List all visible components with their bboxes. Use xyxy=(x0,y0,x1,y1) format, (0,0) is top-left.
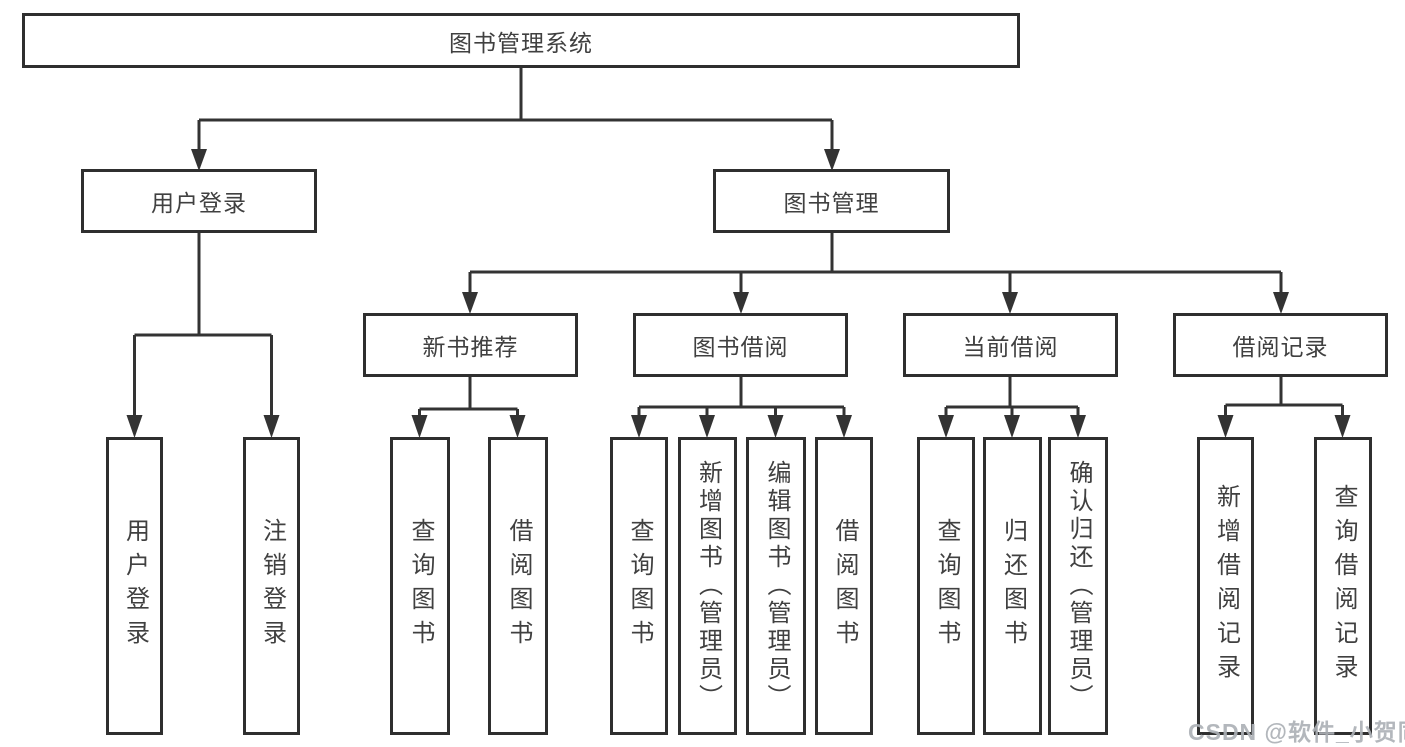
node-book-borrow: 图书借阅 xyxy=(633,313,848,377)
leaf-borrow-query-books: 查询图书 xyxy=(610,437,668,735)
node-label: 新书推荐 xyxy=(422,334,519,360)
leaf-label: 编辑图书（管理员） xyxy=(763,460,790,712)
leaf-label: 查询图书 xyxy=(626,518,653,654)
arrow-down-icon xyxy=(836,415,852,438)
arrow-down-icon xyxy=(1217,415,1234,438)
node-library-management-system: 图书管理系统 xyxy=(22,13,1020,68)
leaf-borrow-borrow-books: 借阅图书 xyxy=(815,437,873,735)
node-current-borrow: 当前借阅 xyxy=(903,313,1118,377)
leaf-current-confirm-return-admin: 确认归还（管理员） xyxy=(1048,437,1108,735)
leaf-newbooks-query-books: 查询图书 xyxy=(390,437,450,735)
arrow-down-icon xyxy=(824,149,840,171)
node-book-management: 图书管理 xyxy=(713,169,950,233)
connector-lines xyxy=(133,68,1344,419)
leaf-records-query-record: 查询借阅记录 xyxy=(1314,437,1372,735)
leaf-current-return-books: 归还图书 xyxy=(983,437,1042,735)
leaf-logout: 注销登录 xyxy=(243,437,300,735)
arrow-down-icon xyxy=(733,292,749,314)
leaf-label: 归还图书 xyxy=(999,518,1027,654)
arrow-down-icon xyxy=(263,415,280,438)
arrow-down-icon xyxy=(938,415,954,438)
leaf-newbooks-borrow-books: 借阅图书 xyxy=(488,437,548,735)
node-user-login: 用户登录 xyxy=(81,169,317,233)
arrow-down-icon xyxy=(1273,292,1289,314)
node-label: 图书借阅 xyxy=(692,334,789,360)
leaf-records-add-record: 新增借阅记录 xyxy=(1197,437,1254,735)
arrow-down-icon xyxy=(126,415,143,438)
leaf-label: 注销登录 xyxy=(258,518,286,654)
node-label: 图书管理系统 xyxy=(449,29,593,56)
arrow-down-icon xyxy=(1334,415,1351,438)
leaf-label: 新增借阅记录 xyxy=(1212,484,1240,688)
arrow-down-icon xyxy=(191,149,207,171)
leaf-label: 借阅图书 xyxy=(831,518,858,654)
leaf-label: 查询借阅记录 xyxy=(1330,484,1357,688)
leaf-current-query-books: 查询图书 xyxy=(917,437,975,735)
leaf-user-login: 用户登录 xyxy=(106,437,163,735)
arrow-down-icon xyxy=(1002,292,1018,314)
leaf-label: 查询图书 xyxy=(933,518,960,654)
node-label: 当前借阅 xyxy=(962,334,1059,360)
arrow-down-icon xyxy=(1004,415,1020,438)
leaf-label: 确认归还（管理员） xyxy=(1065,460,1092,712)
node-borrow-records: 借阅记录 xyxy=(1173,313,1388,377)
arrow-down-icon xyxy=(631,415,647,438)
arrow-down-icon xyxy=(509,415,526,438)
arrow-down-icon xyxy=(767,415,784,438)
leaf-borrow-add-books-admin: 新增图书（管理员） xyxy=(678,437,737,735)
node-new-book-recommend: 新书推荐 xyxy=(363,313,578,377)
node-label: 用户登录 xyxy=(151,190,247,216)
leaf-label: 查询图书 xyxy=(407,518,434,654)
arrow-down-icon xyxy=(462,292,478,314)
leaf-label: 新增图书（管理员） xyxy=(694,460,722,712)
node-label: 图书管理 xyxy=(783,190,880,216)
leaf-label: 借阅图书 xyxy=(505,518,532,654)
leaf-borrow-edit-books-admin: 编辑图书（管理员） xyxy=(746,437,806,735)
node-label: 借阅记录 xyxy=(1232,334,1329,360)
arrow-down-icon xyxy=(1070,415,1086,438)
csdn-watermark: CSDN @软件_小贺同学 xyxy=(1188,719,1405,745)
arrow-down-icon xyxy=(411,415,428,438)
arrow-down-icon xyxy=(699,415,715,438)
leaf-label: 用户登录 xyxy=(121,518,149,654)
arrowheads xyxy=(126,149,1351,438)
